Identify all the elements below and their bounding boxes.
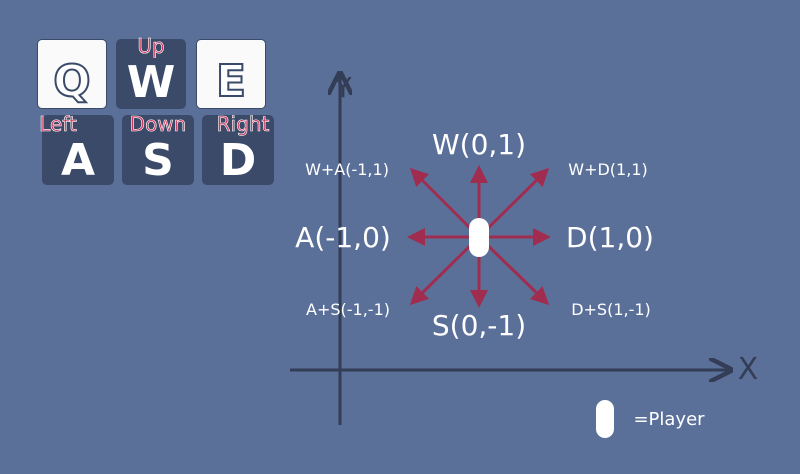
arrow-down-right — [477, 235, 550, 306]
legend-player-label: =Player — [633, 409, 705, 430]
label-w: W(0,1) — [431, 128, 527, 161]
label-s: S(0,-1) — [431, 309, 527, 342]
label-right: Right — [216, 112, 270, 136]
label-d: D(1,0) — [566, 221, 654, 254]
key-s-letter: S — [142, 135, 174, 186]
arrow-up-right — [477, 167, 550, 239]
x-axis-label: X — [737, 352, 759, 387]
label-as: A+S(-1,-1) — [306, 300, 390, 319]
key-e-letter: E — [215, 56, 247, 107]
y-axis-label: Y — [334, 71, 352, 104]
key-q: Q — [37, 39, 107, 109]
key-s: S — [122, 115, 194, 185]
player-icon — [469, 218, 489, 257]
key-w: W — [116, 39, 186, 109]
label-ds: D+S(1,-1) — [571, 300, 651, 319]
legend-player-icon — [596, 400, 614, 438]
arrow-up-left — [409, 167, 481, 239]
key-w-letter: W — [126, 57, 176, 108]
arrow-down-left — [409, 235, 481, 306]
key-e: E — [196, 39, 266, 109]
key-d-letter: D — [219, 135, 257, 186]
label-a: A(-1,0) — [295, 221, 391, 254]
key-d: D — [202, 115, 274, 185]
label-down: Down — [129, 112, 187, 136]
label-left: Left — [39, 112, 77, 136]
key-a: A — [42, 115, 114, 185]
key-a-letter: A — [60, 135, 96, 186]
label-wa: W+A(-1,1) — [305, 160, 389, 179]
key-q-letter: Q — [52, 56, 91, 107]
label-wd: W+D(1,1) — [568, 160, 648, 179]
label-up: Up — [137, 34, 165, 58]
